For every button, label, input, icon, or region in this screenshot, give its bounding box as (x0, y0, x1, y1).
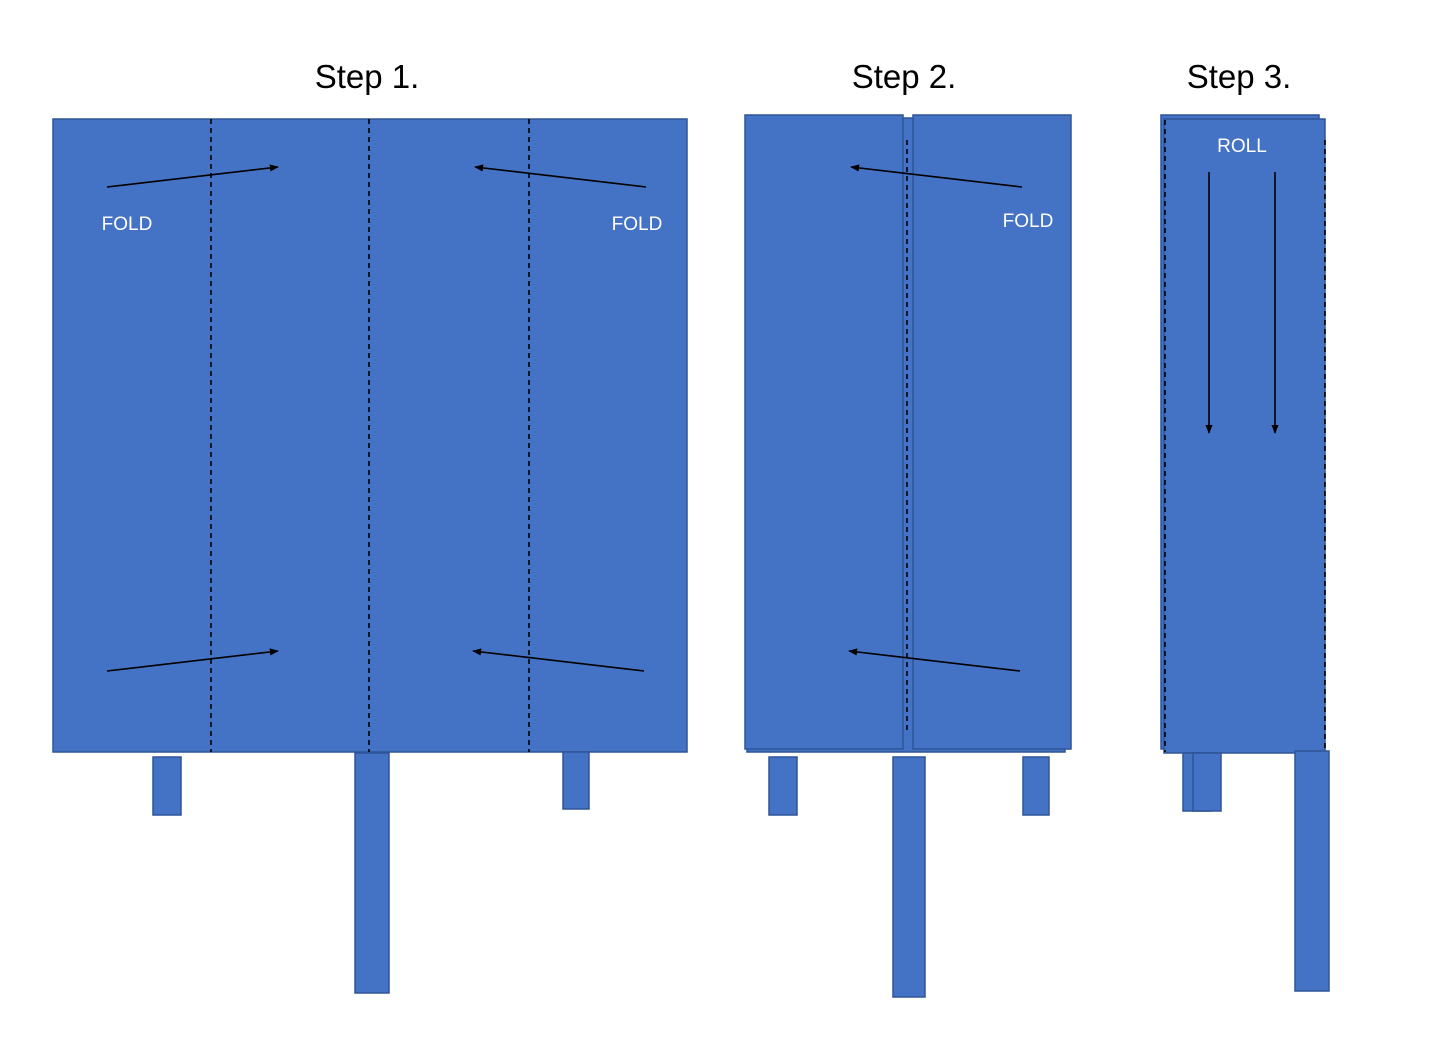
step-1-tab-left (152, 756, 182, 816)
step-2-tab-right (1022, 756, 1050, 816)
step-3-front-sheet (1163, 118, 1326, 754)
step-3-tab-front (1192, 752, 1222, 812)
step-2-arrow-top (850, 164, 1023, 188)
step-2-title: Step 2. (852, 58, 957, 95)
step-2-strap-center (892, 756, 926, 998)
step-1: Step 1. FOLD FOLD (52, 58, 688, 994)
step-1-arrow-bottom-right (472, 648, 645, 672)
step-3-roll-label: ROLL (1217, 136, 1267, 157)
step-1-arrow-top-left (106, 164, 279, 188)
step-2-right-panel (912, 114, 1072, 750)
step-2-fold-label: FOLD (1003, 211, 1054, 232)
step-2-tab-left (768, 756, 798, 816)
step-2-arrow-bottom (848, 648, 1021, 672)
step-1-title: Step 1. (315, 58, 420, 95)
step-1-arrow-top-right (474, 164, 647, 188)
step-1-fold-label-left: FOLD (102, 214, 153, 235)
step-3-strap (1294, 750, 1330, 992)
step-3-title: Step 3. (1187, 58, 1292, 95)
step-1-tab-right (562, 751, 590, 810)
step-2: Step 2. FOLD (744, 58, 1072, 998)
step-1-arrow-bottom-left (106, 648, 279, 672)
step-1-sheet (52, 118, 688, 753)
step-2-left-panel (744, 114, 904, 750)
step-1-strap-center (354, 752, 390, 994)
step-1-fold-label-right: FOLD (612, 214, 663, 235)
step-3: Step 3. ROLL (1160, 58, 1330, 992)
